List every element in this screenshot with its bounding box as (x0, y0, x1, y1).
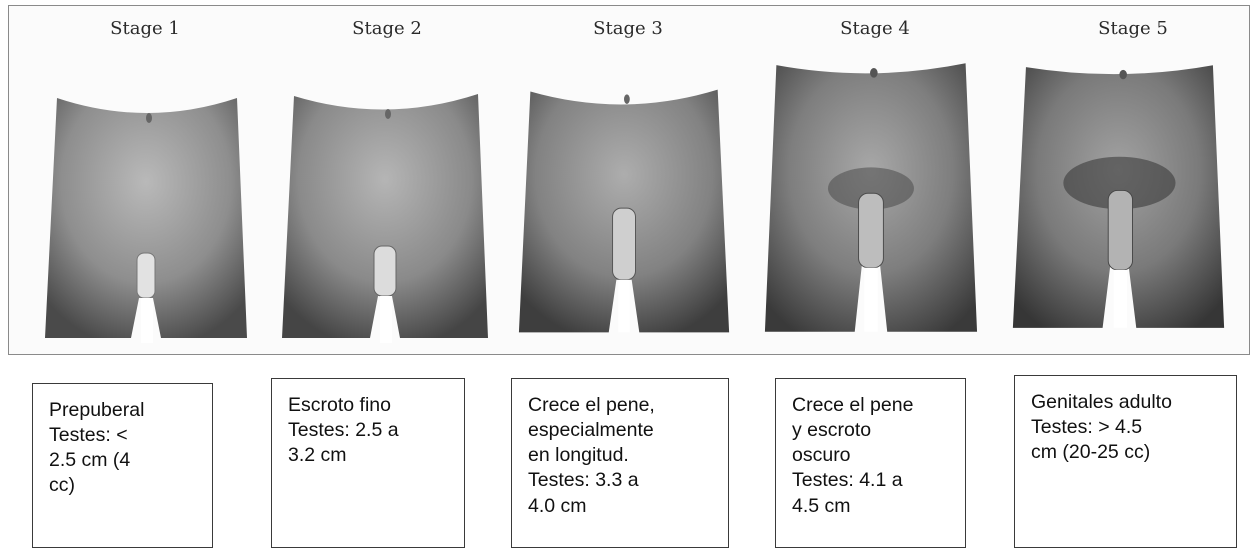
stage-3-title: Stage 3 (593, 18, 663, 39)
stage-4-title: Stage 4 (840, 18, 910, 39)
illustration-strip: Stage 1 Stage 2 Stage 3 Stage 4 Stage 5 (8, 5, 1250, 355)
stage-1-title: Stage 1 (110, 18, 180, 39)
stage-4-caption: Crece el pene y escroto oscuro Testes: 4… (775, 378, 966, 548)
stage-1-figure (39, 88, 254, 343)
stage-3-figure (517, 78, 732, 343)
stage-2-title: Stage 2 (352, 18, 422, 39)
stage-2-caption: Escroto fino Testes: 2.5 a 3.2 cm (271, 378, 465, 548)
stage-5-caption: Genitales adulto Testes: > 4.5 cm (20-25… (1014, 375, 1237, 548)
stage-4-figure (763, 53, 978, 343)
stage-5-title: Stage 5 (1098, 18, 1168, 39)
stage-5-figure (1011, 52, 1226, 342)
stage-2-figure (278, 86, 493, 343)
stage-1-caption: Prepuberal Testes: < 2.5 cm (4 cc) (32, 383, 213, 548)
stage-3-caption: Crece el pene, especialmente en longitud… (511, 378, 729, 548)
